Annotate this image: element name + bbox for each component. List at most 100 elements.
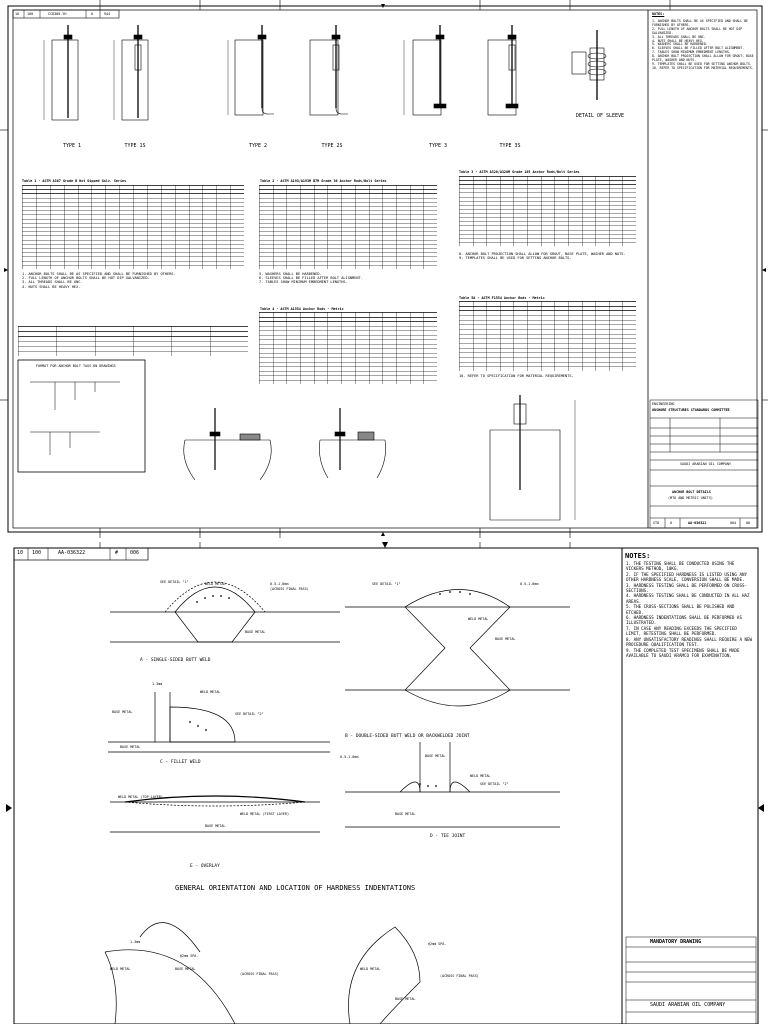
base-metal-label: BASE METAL <box>120 745 141 749</box>
note-line: 4. NUTS SHALL BE HEAVY HEX. <box>652 38 704 43</box>
note-line: 3. ALL THREADS SHALL BE UNC. <box>22 280 83 285</box>
strip-cell: # <box>115 550 119 556</box>
table-5-notes: 10. REFER TO SPECIFICATION FOR MATERIAL … <box>459 374 636 378</box>
table-grid-lines <box>459 176 636 246</box>
title-block-label: ENGINEERING <box>652 402 675 406</box>
base-metal-label: BASE METAL <box>205 824 226 828</box>
strip-cell: 100 <box>27 12 34 16</box>
weld-metal-label: WELD METAL <box>470 774 491 778</box>
footer-cell: 00 <box>746 521 751 525</box>
spacing-label: @2mm SPA. <box>428 942 447 946</box>
drawing-title: ANCHOR BOLT DETAILS <box>672 490 711 494</box>
table-grid-lines <box>259 185 437 269</box>
table-2-notes: 5. WASHERS SHALL BE HARDENED. 6. SLEEVES… <box>259 272 437 285</box>
strip-cell: 0 <box>91 12 94 16</box>
detail-b-caption: B - DOUBLE-SIDED BUTT WELD OR BACKWELDED… <box>345 734 470 739</box>
pass-label: (ACROSS FINAL PASS) <box>240 972 279 976</box>
base-metal-label: BASE METAL <box>245 630 266 634</box>
table-grid-lines <box>459 301 636 371</box>
table-3-grid <box>459 176 636 246</box>
note-line: 2. FULL LENGTH OF ANCHOR BOLTS SHALL BE … <box>22 276 150 281</box>
see-detail-label: SEE DETAIL "2" <box>480 782 509 786</box>
detail-a-caption: A - SINGLE-SIDED BUTT WELD <box>140 658 211 663</box>
note-line: 8. ANY UNSATISFACTORY READINGS SHALL REQ… <box>626 636 753 648</box>
dimension-label: 1-3mm <box>152 682 163 686</box>
note-line: 7. TABLES SHOW MINIMUM EMBEDMENT LENGTHS… <box>259 280 348 285</box>
strip-cell: 10 <box>17 550 24 556</box>
strip-cell: 100 <box>32 550 42 556</box>
note-line: 6. SLEEVES SHALL BE FILLED AFTER BOLT AL… <box>652 46 745 51</box>
note-line: 6. HARDNESS INDENTATIONS SHALL BE PERFOR… <box>626 615 742 626</box>
dimension-label: 0.5-1.0mm <box>270 582 289 586</box>
main-caption: GENERAL ORIENTATION AND LOCATION OF HARD… <box>175 884 416 892</box>
sleeve-detail-caption: DETAIL OF SLEEVE <box>575 113 625 119</box>
table-1-notes: 1. ANCHOR BOLTS SHALL BE AS SPECIFIED AN… <box>22 272 242 289</box>
mandatory-drawing-label: MANDATORY DRAWING <box>650 939 702 945</box>
type-1s-label: TYPE 1S <box>124 143 146 149</box>
type-2-label: TYPE 2 <box>248 143 268 149</box>
table-1-title: Table 1 - ASTM A307 Grade B Hot Dipped G… <box>22 179 127 183</box>
pass-label: (ACROSS FINAL PASS) <box>270 587 309 591</box>
drawing-number: AA-036322 <box>688 521 707 525</box>
notes-heading: NOTES: <box>652 12 665 16</box>
see-detail-label: SEE DETAIL "1" <box>160 580 189 584</box>
see-detail-label: SEE DETAIL "1" <box>372 582 401 586</box>
note-line: 9. TEMPLATES SHALL BE USED FOR SETTING A… <box>459 256 572 261</box>
note-line: 2. FULL LENGTH OF ANCHOR BOLTS SHALL BE … <box>652 26 743 35</box>
table-5-grid <box>459 301 636 371</box>
notes-list: 1. THE TESTING SHALL BE CONDUCTED USING … <box>626 561 754 658</box>
note-line: 1. ANCHOR BOLTS SHALL BE AS SPECIFIED AN… <box>22 272 176 276</box>
note-line: 1. THE TESTING SHALL BE CONDUCTED USING … <box>626 561 735 572</box>
table-4-grid <box>259 312 437 384</box>
notes-heading: NOTES: <box>625 552 651 560</box>
base-metal-label: BASE METAL <box>395 997 416 1001</box>
bolt-type-table <box>18 326 248 356</box>
note-line: 9. THE COMPLETED TEST SPECIMENS SHALL BE… <box>626 647 740 658</box>
format-box-title: FORMAT FOR ANCHOR BOLT TAGS ON DRAWINGS <box>36 364 116 368</box>
footer-cell: 004 <box>730 521 737 525</box>
strip-cell: 10 <box>15 12 20 16</box>
base-metal-label: BASE METAL <box>175 967 196 971</box>
note-line: 5. THE CROSS-SECTIONS SHALL BE POLISHED … <box>626 604 735 615</box>
table-2-grid <box>259 185 437 269</box>
note-line: 7. IN CASE ANY READING EXCEEDS THE SPECI… <box>626 625 737 637</box>
note-line: 7. TABLES SHOW MINIMUM EMBEDMENT LENGTHS… <box>652 50 731 55</box>
type-1-label: TYPE 1 <box>62 143 82 149</box>
company-name: SAUDI ARABIAN OIL COMPANY <box>650 1002 726 1008</box>
weld-metal-label: WELD METAL <box>110 967 131 971</box>
first-layer-label: WELD METAL (FIRST LAYER) <box>240 812 289 816</box>
type-3-label: TYPE 3 <box>428 143 448 149</box>
strip-cell: 944 <box>104 12 111 16</box>
footer-cell: 0 <box>670 521 673 525</box>
pass-label: (ACROSS FINAL PASS) <box>440 974 479 978</box>
table-grid-lines <box>259 312 437 384</box>
table-5-title: Table 5A - ASTM F1554 Anchor Rods - Metr… <box>459 296 545 300</box>
table-2-title: Table 2 - ASTM A193/A193M B7M Grade 36 A… <box>260 179 387 183</box>
drawing-sheet-hardness: 10 100 AA-036322 # 006 A - SINGLE-SIDED … <box>0 542 768 1024</box>
table-grid-lines <box>18 326 248 356</box>
sheet2-border <box>0 542 768 1024</box>
dimension-label: 0.5-1.0mm <box>520 582 539 586</box>
note-line: 5. WASHERS SHALL BE HARDENED. <box>259 272 322 276</box>
footer-cell: STD <box>653 521 660 525</box>
base-metal-label: BASE METAL <box>112 710 133 714</box>
note-line: 10. REFER TO SPECIFICATION FOR MATERIAL … <box>459 374 574 378</box>
table-4-title: Table 4 - ASTM A1554 Anchor Rods - Metri… <box>260 307 344 311</box>
dimension-label: 0.5-1.0mm <box>340 755 359 759</box>
note-line: 2. IF THE SPECIFIED HARDNESS IS LISTED U… <box>626 571 748 583</box>
note-line: 8. ANCHOR BOLT PROJECTION SHALL ALLOW FO… <box>652 54 754 63</box>
detail-c-caption: C - FILLET WELD <box>160 760 201 765</box>
note-line: 4. HARDNESS TESTING SHALL BE CONDUCTED I… <box>626 593 750 604</box>
type-2s-label: TYPE 2S <box>321 143 343 149</box>
strip-cell: 006 <box>130 550 140 556</box>
dimension-label: 1-3mm <box>130 940 141 944</box>
table-grid-lines <box>22 185 244 269</box>
note-line: 6. SLEEVES SHALL BE FILLED AFTER BOLT AL… <box>259 276 363 281</box>
detail-d-caption: D - TEE JOINT <box>430 834 466 839</box>
weld-metal-label: WELD METAL <box>468 617 489 621</box>
weld-metal-label: WELD METAL <box>205 582 226 586</box>
note-line: 1. ANCHOR BOLTS SHALL BE AS SPECIFIED AN… <box>652 19 748 27</box>
base-metal-label: BASE METAL <box>425 754 446 758</box>
top-layer-label: WELD METAL (TOP LAYER) <box>118 795 163 799</box>
weld-metal-label: WELD METAL <box>360 967 381 971</box>
